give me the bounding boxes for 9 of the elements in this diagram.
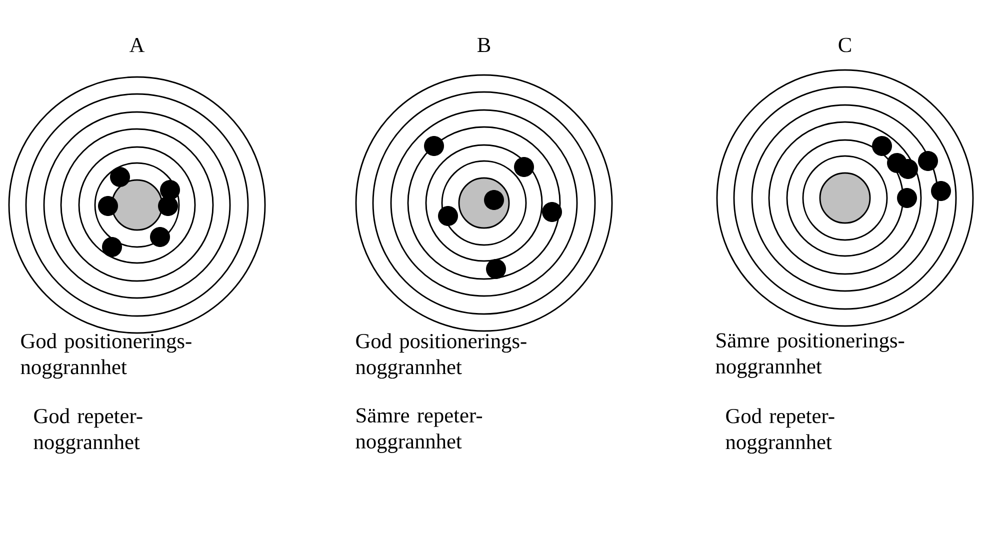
caption-text: God repeter- noggrannhet — [34, 408, 142, 454]
caption-text: God positionerings- noggrannhet — [20, 333, 192, 379]
panel-letter: A — [130, 38, 145, 52]
caption-text: Sämre repeter- noggrannhet — [356, 408, 482, 453]
panel-letter: B — [478, 38, 490, 52]
caption-text: Sämre positionerings- noggrannhet — [716, 333, 904, 378]
panel-letter: C — [838, 38, 851, 52]
caption-text: God positionerings- noggrannhet — [356, 333, 526, 379]
caption-text: God repeter- noggrannhet — [726, 408, 834, 454]
